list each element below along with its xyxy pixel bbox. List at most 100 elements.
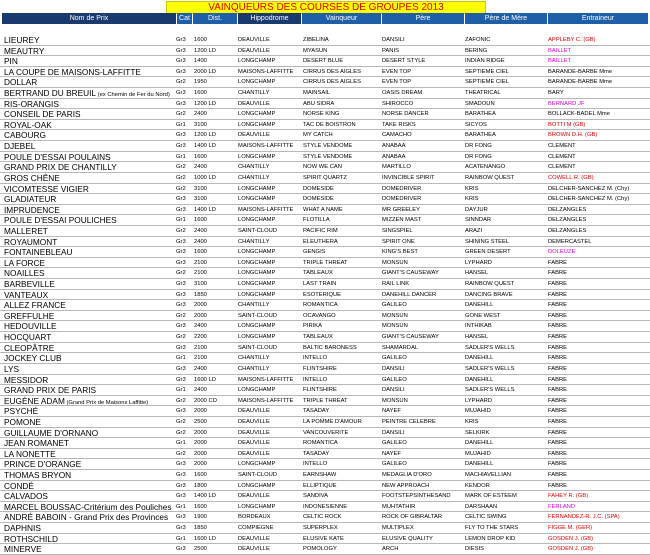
race-name: BERTRAND DU BREUIL (ex Chemin de Fer du … <box>4 88 314 100</box>
damsire: DANEHILL <box>465 302 494 309</box>
winner: TAC DE BOISTRON <box>303 121 356 128</box>
race-distance: 1000 LD <box>194 174 216 181</box>
racecourse: DEAUVILLE <box>238 100 270 107</box>
race-name-text: ROYAL-OAK <box>4 119 52 130</box>
racecourse: DEAUVILLE <box>238 37 270 43</box>
winner: TABLEAUX <box>303 334 333 341</box>
damsire: ZAFONIC <box>465 37 491 43</box>
damsire: GONE WEST <box>465 312 501 319</box>
race-name: PRINCE D'ORANGE <box>4 459 314 469</box>
race-name: MARCEL BOUSSAC-Critérium des Pouliches <box>4 502 314 512</box>
racecourse: LONGCHAMP <box>238 291 276 298</box>
damsire: KRIS <box>465 185 479 192</box>
race-name-text: ROTHSCHILD <box>4 533 58 544</box>
race-name-text: CABOURG <box>4 130 46 141</box>
race-distance: 1200 LD <box>194 47 216 54</box>
sire: ANABAA <box>382 143 406 150</box>
racecourse: LONGCHAMP <box>238 334 276 341</box>
damsire: SADLER'S WELLS <box>465 344 515 351</box>
race-category: Gr1 <box>176 503 186 510</box>
racecourse: SAINT-CLOUD <box>238 471 277 478</box>
winner: INTELLO <box>303 355 328 362</box>
racecourse: DEAUVILLE <box>238 418 270 425</box>
race-category: Gr3 <box>176 90 186 97</box>
race-name-text: MEAUTRY <box>4 45 45 56</box>
damsire: SADLER'S WELLS <box>465 365 515 372</box>
race-category: Gr3 <box>176 100 186 107</box>
winner: STYLE VENDOME <box>303 143 353 150</box>
racecourse: DEAUVILLE <box>238 408 270 415</box>
race-distance: 2400 <box>194 387 207 394</box>
race-name: LA COUPE DE MAISONS-LAFFITTE <box>4 67 314 77</box>
race-name: PSYCHÉ <box>4 406 314 416</box>
trainer: FABRE <box>548 387 568 394</box>
racecourse: CHANTILLY <box>238 355 270 362</box>
trainer: FABRE <box>548 429 568 436</box>
sire: MR GREELEY <box>382 206 421 213</box>
trainer: FIGGE M. (GER) <box>548 525 593 532</box>
winner: EARNSHAW <box>303 471 337 478</box>
racecourse: LONGCHAMP <box>238 185 276 192</box>
race-category: Gr3 <box>176 249 186 256</box>
race-name-text: JEAN ROMANET <box>4 438 69 449</box>
race-name: GUILLAUME D'ORNANO <box>4 428 314 438</box>
sire: DANSILI <box>382 387 405 394</box>
winner: ESOTERIQUE <box>303 291 342 298</box>
race-name: EUGÈNE ADAM (Grand Prix de Maisons Laffi… <box>4 396 314 408</box>
race-category: Gr1 <box>176 217 186 224</box>
race-name: MINERVE <box>4 544 314 554</box>
racecourse: LONGCHAMP <box>238 461 276 468</box>
header-entraineur: Entraineur <box>548 13 648 24</box>
race-category: Gr2 <box>176 334 186 341</box>
race-distance: 2400 <box>194 227 207 234</box>
race-name-text: EUGÈNE ADAM <box>4 395 65 406</box>
trainer: FERNANDEZ-R. J.C. (SPA) <box>548 514 620 521</box>
race-category: Gr1 <box>176 153 186 160</box>
sire: DANEHILL DANCER <box>382 291 437 298</box>
race-distance: 2000 <box>194 429 207 436</box>
race-name-text: HOCQUART <box>4 332 52 343</box>
trainer: BOLLACK-BADEL Mme <box>548 111 610 118</box>
race-name: ROYAL-OAK <box>4 120 314 130</box>
race-distance: 2400 <box>194 365 207 372</box>
race-name: LA FORCE <box>4 258 314 268</box>
race-name-text: DOLLAR <box>4 77 38 88</box>
damsire: SELKIRK <box>465 429 490 436</box>
race-name-text: PRINCE D'ORANGE <box>4 459 82 470</box>
damsire: SHINING STEEL <box>465 238 510 245</box>
race-name-text: LYS <box>4 363 20 374</box>
trainer: DEMERCASTEL <box>548 238 592 245</box>
race-category: Gr1 <box>176 355 186 362</box>
race-category: Gr2 <box>176 227 186 234</box>
racecourse: DEAUVILLE <box>238 440 270 447</box>
race-category: Gr3 <box>176 482 186 489</box>
race-distance: 3100 <box>194 121 207 128</box>
winner: INTELLO <box>303 461 328 468</box>
sire: NAYEF <box>382 450 401 457</box>
race-distance: 1600 LD <box>194 376 216 383</box>
winner: SUPERPLEX <box>303 525 338 532</box>
winner: VANCOUVERITE <box>303 429 349 436</box>
race-distance: 2100 <box>194 355 207 362</box>
race-name: POULE D'ESSAI POULAINS <box>4 152 314 162</box>
race-distance: 2000 <box>194 440 207 447</box>
sire: ARCH <box>382 546 399 553</box>
race-distance: 2000 <box>194 312 207 319</box>
race-name: JEAN ROMANET <box>4 438 314 448</box>
race-distance: 1950 <box>194 79 207 86</box>
racecourse: DEAUVILLE <box>238 535 270 542</box>
trainer: GOSDEN J. (GB) <box>548 535 594 542</box>
race-name-text: VICOMTESSE VIGIER <box>4 183 89 194</box>
winner: DOMESIDE <box>303 185 334 192</box>
